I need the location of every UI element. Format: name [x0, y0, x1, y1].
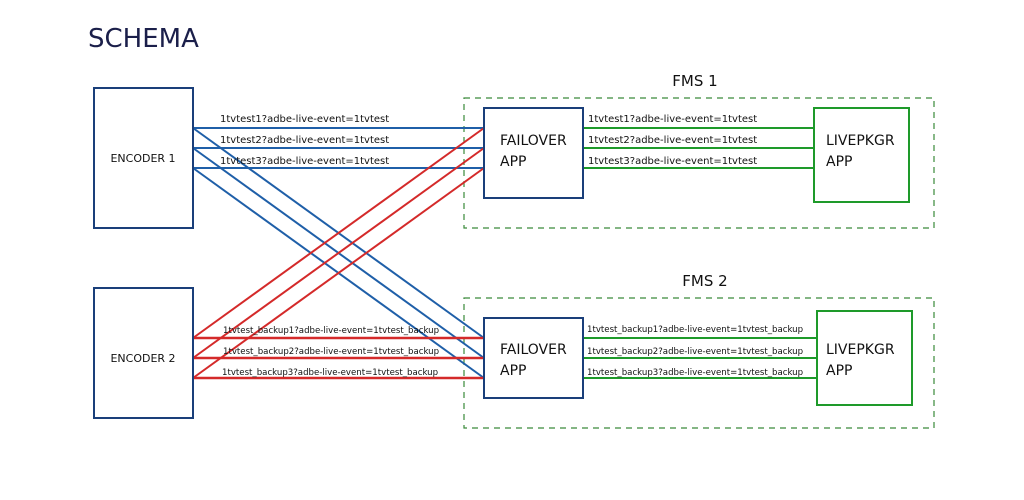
fms1-stream-label: 1tvtest3?adbe-live-event=1tvtest [588, 156, 757, 167]
enc2-stream-label: 1tvtest_backup3?adbe-live-event=1tvtest_… [222, 368, 438, 378]
fms1-failover-label-line1: FAILOVER [500, 133, 567, 149]
enc2-to-fms1-stream-line [192, 167, 485, 379]
fms2-failover-label-line1: FAILOVER [500, 342, 567, 358]
enc2-stream-label: 1tvtest_backup1?adbe-live-event=1tvtest_… [223, 326, 439, 336]
fms1-livepkgr-box [813, 107, 910, 203]
fms2-livepkgr-label-line2: APP [826, 363, 852, 379]
diagram-title: SCHEMA [88, 24, 199, 54]
fms2-label: FMS 2 [682, 272, 727, 290]
fms2-failover-label-line2: APP [500, 363, 526, 379]
enc1-stream-label: 1tvtest1?adbe-live-event=1tvtest [220, 114, 389, 125]
fms1-livepkgr-label-line1: LIVEPKGR [826, 133, 895, 149]
enc2-to-fms1-stream-line [192, 147, 485, 359]
fms2-failover-box [483, 317, 584, 399]
enc1-stream-label: 1tvtest3?adbe-live-event=1tvtest [220, 156, 389, 167]
enc1-stream-label: 1tvtest2?adbe-live-event=1tvtest [220, 135, 389, 146]
fms1-label: FMS 1 [672, 72, 717, 90]
fms1-livepkgr-label-line2: APP [826, 154, 852, 170]
fms2-stream-label: 1tvtest_backup1?adbe-live-event=1tvtest_… [587, 325, 803, 335]
encoder2-label: ENCODER 2 [110, 352, 175, 365]
fms1-stream-label: 1tvtest1?adbe-live-event=1tvtest [588, 114, 757, 125]
fms1-failover-box [483, 107, 584, 199]
encoder1-box [93, 87, 194, 229]
encoder1-label: ENCODER 1 [110, 152, 175, 165]
enc2-stream-label: 1tvtest_backup2?adbe-live-event=1tvtest_… [223, 347, 439, 357]
encoder2-box [93, 287, 194, 419]
fms2-stream-label: 1tvtest_backup2?adbe-live-event=1tvtest_… [587, 347, 803, 357]
enc2-to-fms1-stream-line [192, 127, 485, 339]
fms2-livepkgr-box [816, 310, 913, 406]
fms2-livepkgr-label-line1: LIVEPKGR [826, 342, 895, 358]
fms2-stream-label: 1tvtest_backup3?adbe-live-event=1tvtest_… [587, 368, 803, 378]
fms1-failover-label-line2: APP [500, 154, 526, 170]
fms1-stream-label: 1tvtest2?adbe-live-event=1tvtest [588, 135, 757, 146]
